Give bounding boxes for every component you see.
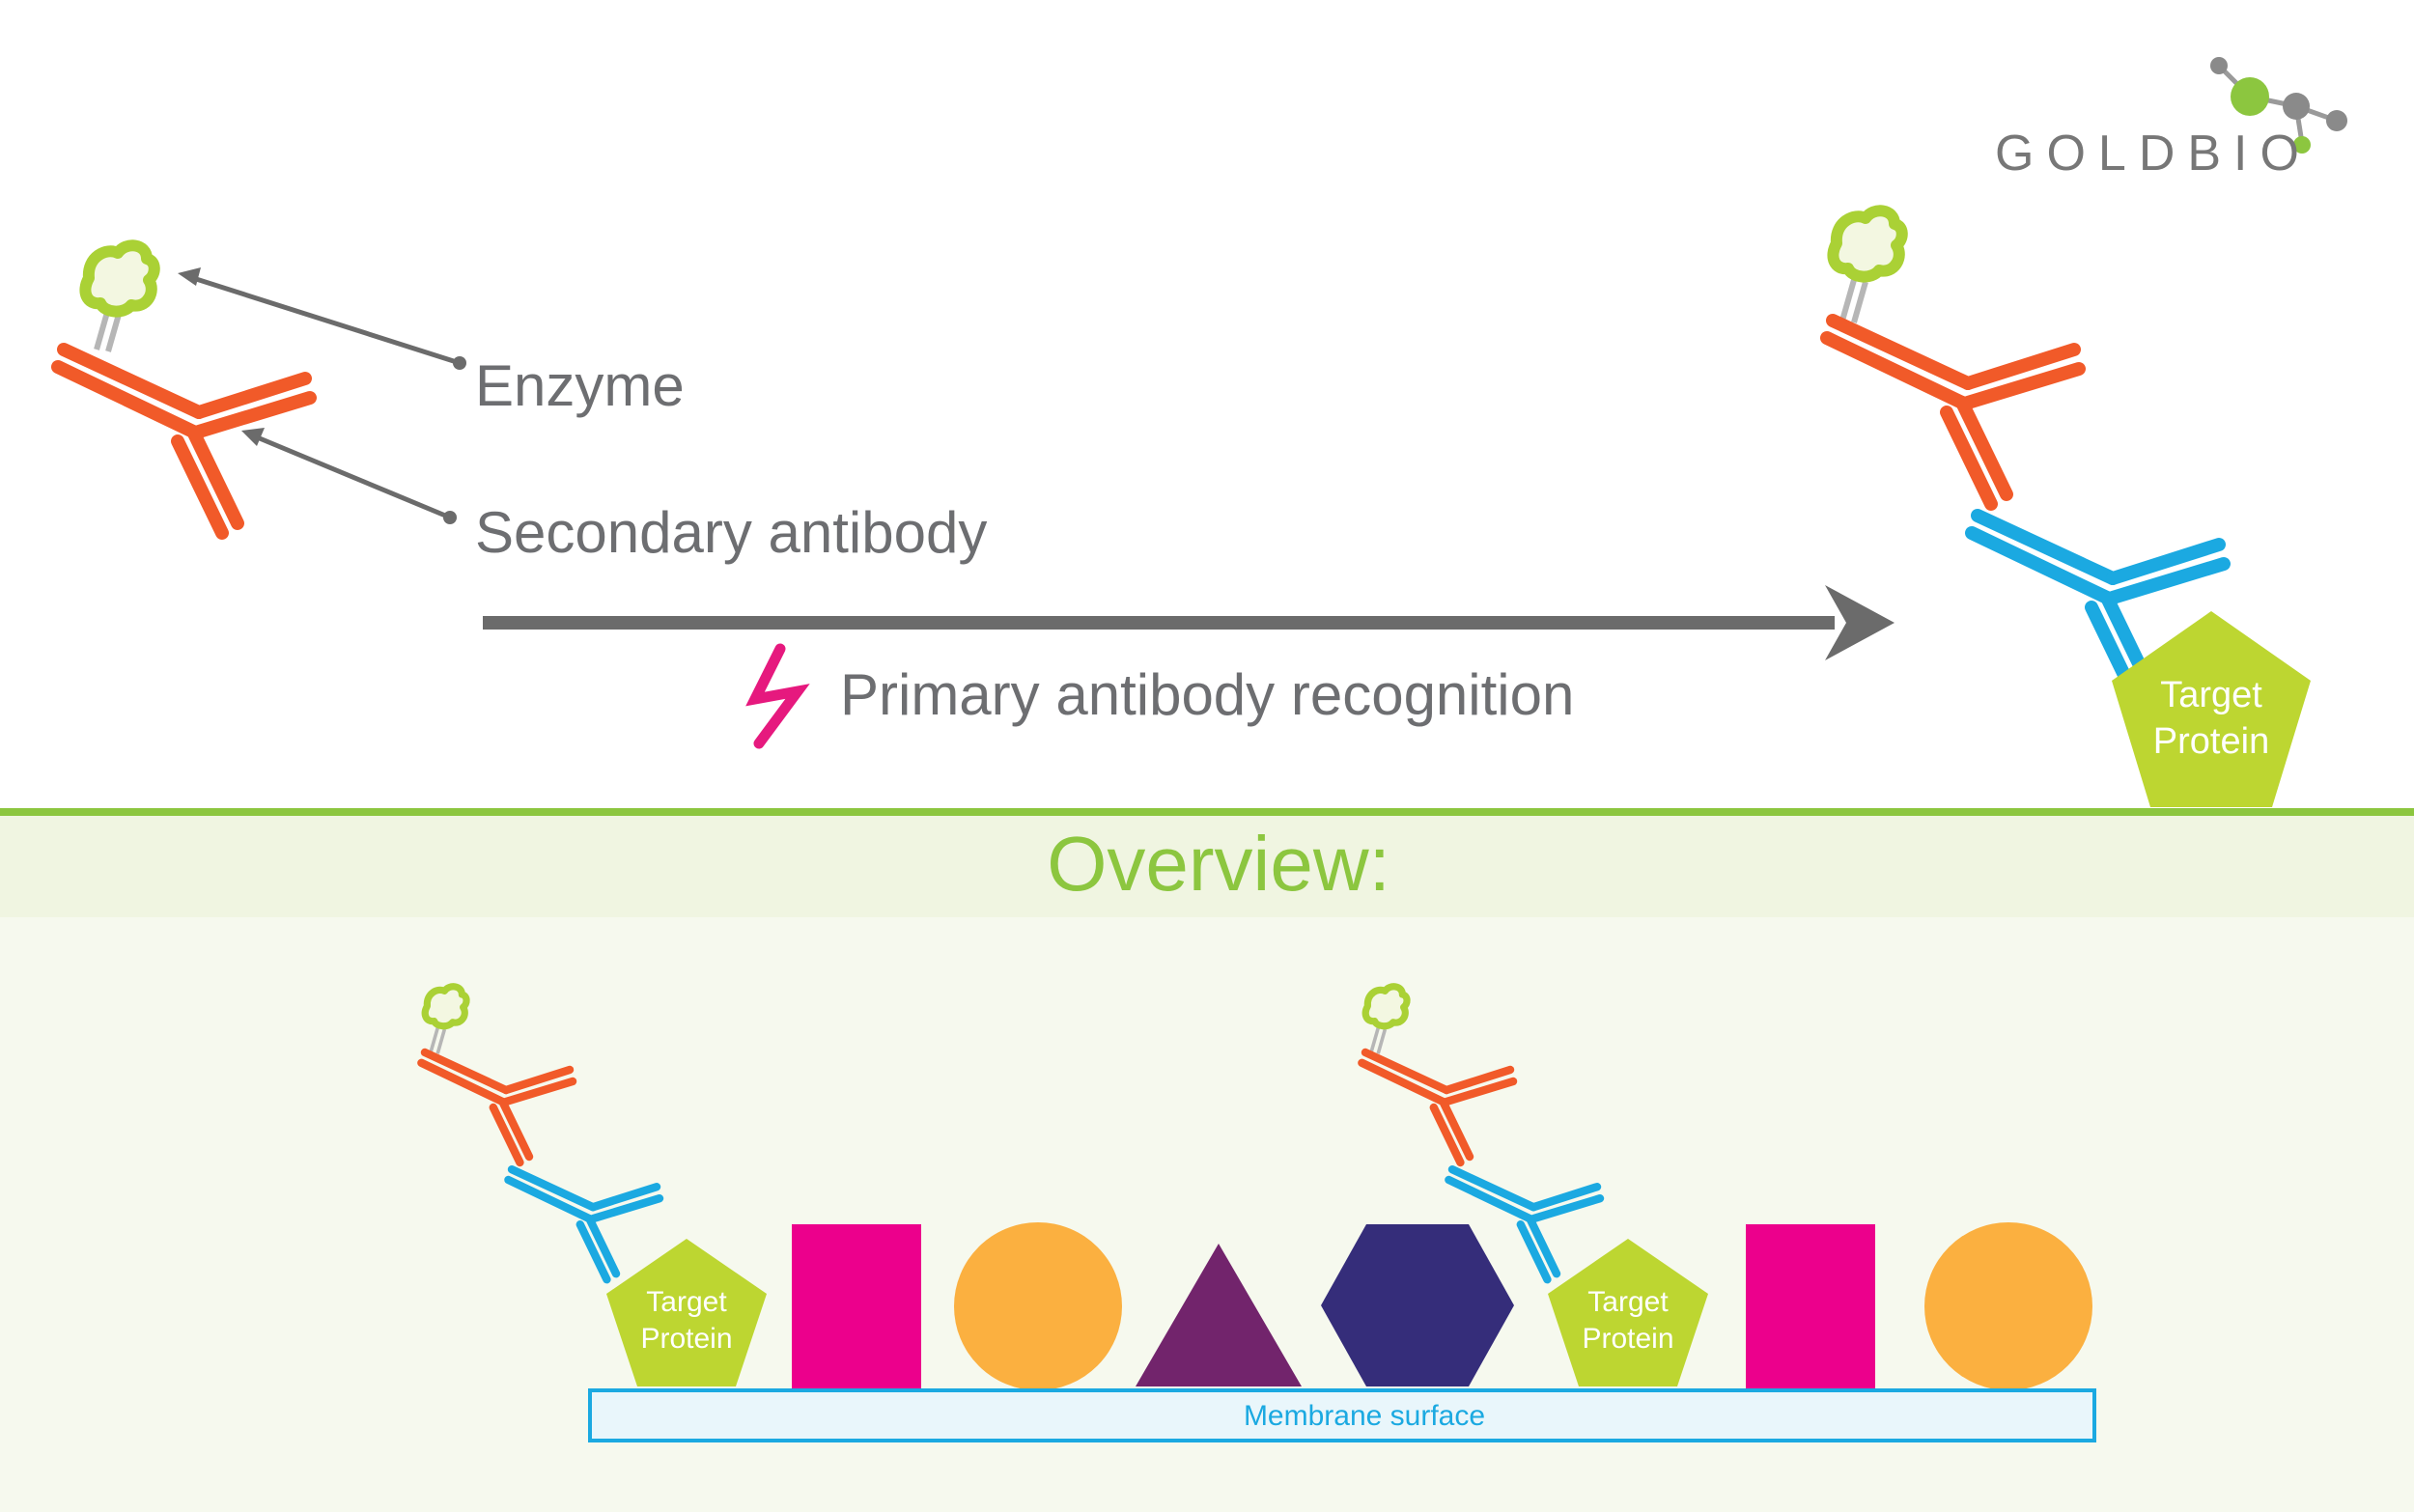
target-label-line2: Protein xyxy=(2153,721,2269,762)
process-arrow xyxy=(483,585,1895,660)
magenta-square-1 xyxy=(792,1224,921,1388)
target-label-line1: Target xyxy=(2160,675,2262,715)
secondary-antibody-pointer xyxy=(241,428,457,524)
overview-band xyxy=(0,814,2414,917)
enzyme-label: Enzyme xyxy=(475,353,685,418)
molecule-logo-icon xyxy=(2210,57,2347,154)
target-label-line1: Target xyxy=(646,1286,727,1318)
orange-circle-1 xyxy=(954,1222,1122,1390)
target-label-line2: Protein xyxy=(640,1323,732,1355)
overview-title: Overview: xyxy=(1047,821,1390,907)
purple-triangle xyxy=(1136,1244,1302,1386)
enzyme-pointer xyxy=(178,267,466,370)
target-label-line1: Target xyxy=(1587,1286,1669,1318)
primary-recognition-label: Primary antibody recognition xyxy=(840,662,1574,727)
orange-circle-2 xyxy=(1924,1222,2092,1390)
secondary-antibody-icon xyxy=(58,308,310,533)
target-protein-left: Target Protein xyxy=(606,1239,767,1386)
lightning-bolt-icon xyxy=(745,643,810,749)
secondary-antibody-label: Secondary antibody xyxy=(475,500,987,565)
target-protein-top: Target Protein xyxy=(2112,611,2311,807)
enzyme-blob-icon xyxy=(85,245,154,311)
magenta-square-2 xyxy=(1746,1224,1875,1388)
logo-text: GOLDBIO xyxy=(1995,126,2312,182)
membrane-surface: Membrane surface xyxy=(588,1388,2096,1442)
membrane-label: Membrane surface xyxy=(1244,1400,1485,1432)
target-label-line2: Protein xyxy=(1582,1323,1673,1355)
navy-hexagon xyxy=(1321,1224,1514,1386)
target-protein-right: Target Protein xyxy=(1548,1239,1708,1386)
